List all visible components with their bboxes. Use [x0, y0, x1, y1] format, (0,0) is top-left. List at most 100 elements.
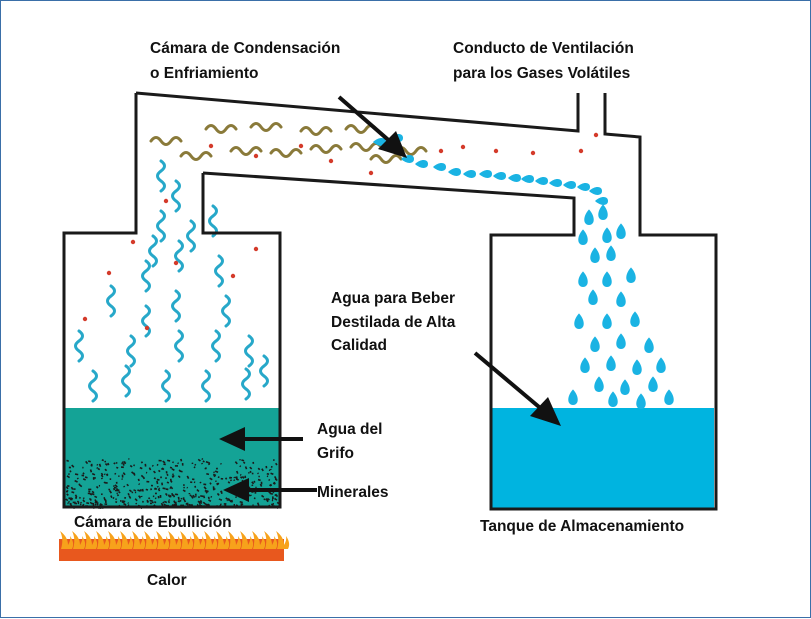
droplet: [463, 170, 476, 178]
mineral-speck: [101, 459, 104, 462]
flame: [132, 531, 146, 549]
flame: [204, 531, 218, 549]
mineral-speck: [167, 500, 171, 504]
mineral-speck: [156, 463, 159, 466]
mineral-speck: [149, 502, 152, 505]
mineral-speck: [70, 497, 74, 500]
mineral-speck: [165, 471, 168, 474]
mineral-speck: [66, 484, 70, 488]
mineral-speck: [162, 501, 165, 504]
mineral-speck: [116, 466, 119, 469]
mineral-speck: [244, 466, 248, 470]
mineral-speck: [145, 488, 149, 491]
mineral-speck: [81, 474, 85, 477]
mineral-speck: [156, 478, 160, 481]
mineral-speck: [122, 463, 125, 466]
mineral-speck: [87, 492, 91, 495]
steam-wave: [174, 239, 184, 273]
mineral-speck: [66, 493, 69, 496]
mineral-speck: [186, 502, 189, 506]
mineral-speck: [133, 464, 136, 467]
mineral-speck: [120, 466, 124, 469]
mineral-speck: [118, 491, 121, 494]
steam-wave: [214, 254, 224, 288]
flame: [84, 531, 98, 549]
mineral-speck: [89, 493, 93, 496]
mineral-speck: [99, 503, 103, 506]
mineral-speck: [233, 479, 236, 482]
mineral-speck: [126, 483, 130, 487]
label-storage-tank: Tanque de Almacenamiento: [480, 518, 684, 535]
mineral-speck: [69, 502, 72, 505]
mineral-speck: [91, 492, 95, 496]
condensed-droplets: [373, 134, 674, 409]
gas-dot: [438, 148, 444, 154]
mineral-speck: [142, 476, 145, 480]
mineral-speck: [239, 500, 243, 504]
mineral-speck: [139, 466, 143, 470]
mineral-speck: [70, 486, 74, 490]
mineral-speck: [205, 467, 207, 470]
gas-dot: [253, 246, 259, 252]
flame: [216, 531, 230, 549]
mineral-speck: [275, 462, 278, 466]
mineral-speck: [165, 477, 167, 479]
mineral-speck: [172, 461, 174, 464]
mineral-speck: [199, 499, 203, 503]
mineral-speck: [134, 498, 138, 502]
mineral-speck: [103, 497, 106, 501]
mineral-speck: [235, 496, 237, 498]
gas-dot: [163, 198, 169, 204]
mineral-speck: [180, 497, 183, 500]
mineral-speck: [248, 472, 250, 474]
mineral-speck: [236, 478, 239, 481]
mineral-speck: [272, 459, 275, 461]
mineral-speck: [73, 488, 76, 490]
mineral-speck: [169, 466, 173, 469]
mineral-speck: [147, 497, 151, 500]
flames: [60, 531, 290, 549]
mineral-speck: [109, 478, 112, 480]
mineral-speck: [182, 489, 186, 493]
mineral-speck: [91, 472, 96, 476]
mineral-speck: [88, 488, 92, 491]
mineral-speck: [150, 488, 153, 491]
mineral-speck: [101, 493, 103, 496]
droplet: [594, 376, 604, 392]
mineral-speck: [266, 473, 270, 475]
mineral-speck: [244, 475, 247, 479]
droplet: [578, 229, 588, 245]
mineral-speck: [134, 489, 137, 492]
droplet: [578, 271, 588, 287]
mineral-speck: [91, 490, 95, 494]
mineral-speck: [85, 460, 89, 465]
droplet: [602, 313, 612, 329]
mineral-speck: [217, 493, 220, 496]
mineral-speck: [271, 499, 274, 502]
arrow-tap-water: [219, 427, 303, 451]
droplet: [616, 291, 626, 307]
gas-dot: [230, 273, 236, 279]
label-vent-2: para los Gases Volátiles: [453, 65, 630, 82]
mineral-speck: [169, 495, 172, 498]
mineral-speck: [266, 475, 269, 478]
mineral-speck: [152, 495, 155, 498]
mineral-speck: [265, 465, 268, 469]
mineral-speck: [270, 503, 274, 506]
mineral-speck: [75, 497, 77, 499]
mineral-speck: [168, 499, 171, 501]
mineral-speck: [118, 475, 120, 478]
mineral-speck: [204, 489, 208, 493]
mineral-speck: [137, 478, 140, 482]
mineral-speck: [104, 468, 108, 472]
mineral-speck: [208, 462, 211, 465]
mineral-speck: [116, 494, 120, 497]
gas-dot: [493, 148, 499, 154]
droplet: [644, 337, 654, 353]
mineral-speck: [88, 460, 91, 463]
mineral-speck: [167, 459, 171, 462]
mineral-speck: [226, 499, 229, 502]
mineral-speck: [124, 496, 127, 499]
mineral-speck: [273, 476, 277, 480]
mineral-speck: [116, 492, 118, 495]
